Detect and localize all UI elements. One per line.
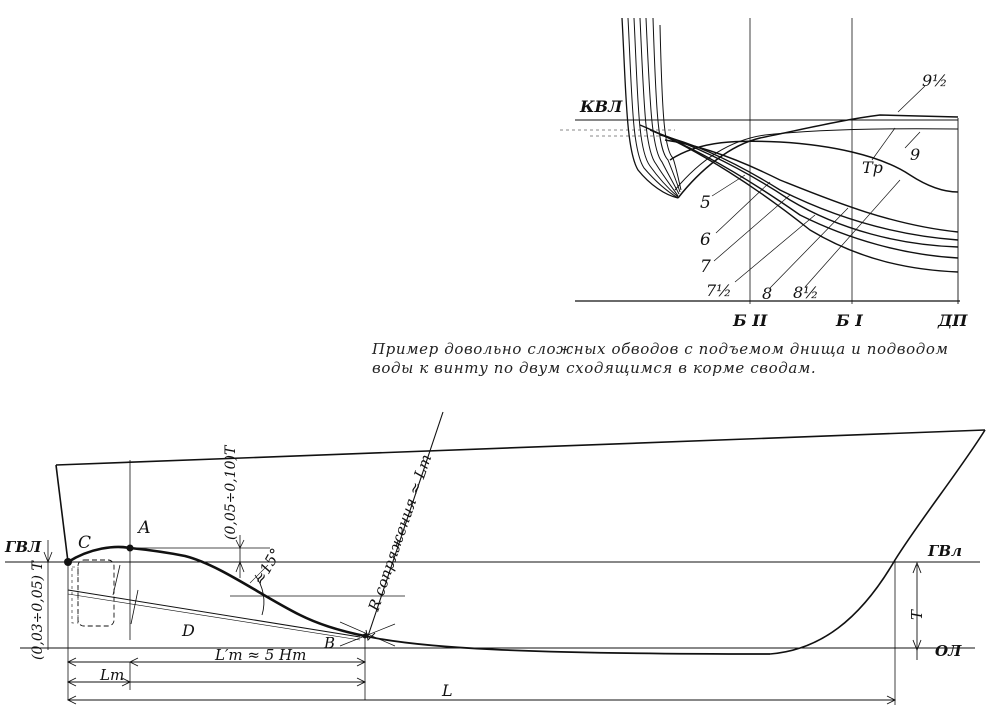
profile-figure — [5, 411, 986, 705]
deck-line — [55, 429, 986, 466]
point-c — [64, 558, 72, 566]
angle-arc — [254, 574, 265, 616]
figure-caption: Пример довольно сложных обводов с подъем… — [372, 340, 949, 377]
section-7 — [649, 129, 959, 259]
kvl-label: КВЛ — [579, 97, 623, 116]
transom-line — [55, 464, 69, 563]
propeller-outline — [77, 559, 115, 627]
draft-dim-label: (0,03÷0,05) Т — [30, 560, 46, 660]
section-7-5 — [654, 131, 959, 248]
vertical-dim-label: (0,05÷0,10)Т — [223, 444, 239, 540]
point-b — [362, 633, 368, 639]
dp-label: ДП — [937, 311, 968, 330]
point-b-label: В — [323, 634, 335, 652]
station-9-label: 9 — [910, 145, 920, 164]
tunnel-contour — [67, 545, 366, 638]
radius-label: R сопряжения ≈ Lт — [364, 452, 435, 614]
ol-label: ОЛ — [935, 642, 962, 660]
section-8 — [659, 134, 959, 241]
tr-label: Тр — [862, 158, 883, 177]
line-d-label: D — [181, 621, 195, 640]
section-9-5 — [677, 114, 959, 199]
b2-label: Б II — [732, 311, 768, 330]
station-5-label: 5 — [700, 193, 711, 213]
point-a — [126, 544, 134, 552]
section-6 — [639, 124, 959, 273]
b1-label: Б I — [835, 311, 863, 330]
lt-prime-label: L′т ≈ 5 Hт — [214, 646, 306, 664]
station-8-5-label: 8½ — [793, 283, 819, 302]
point-a-label: А — [137, 518, 151, 538]
gvl-right-label: ГВл — [927, 542, 962, 560]
section-9 — [674, 128, 959, 191]
l-total-label: L — [441, 681, 453, 700]
station-7-label: 7 — [700, 257, 711, 277]
radius-line — [367, 411, 444, 637]
station-7-5-label: 7½ — [706, 281, 732, 300]
line-d — [67, 589, 361, 638]
gvl-left-label: ГВЛ — [4, 538, 42, 556]
station-6-label: 6 — [700, 230, 711, 250]
station-8-label: 8 — [762, 284, 772, 303]
section-tr — [669, 140, 959, 193]
draft-t-label: Т — [908, 609, 926, 620]
station-9-5-label: 9½ — [922, 71, 948, 90]
point-c-label: С — [78, 533, 91, 553]
keel-line — [364, 635, 771, 655]
lt-label: Lт — [99, 666, 124, 684]
body-plan-figure — [560, 17, 960, 304]
angle-label: ≈15° — [250, 545, 285, 588]
